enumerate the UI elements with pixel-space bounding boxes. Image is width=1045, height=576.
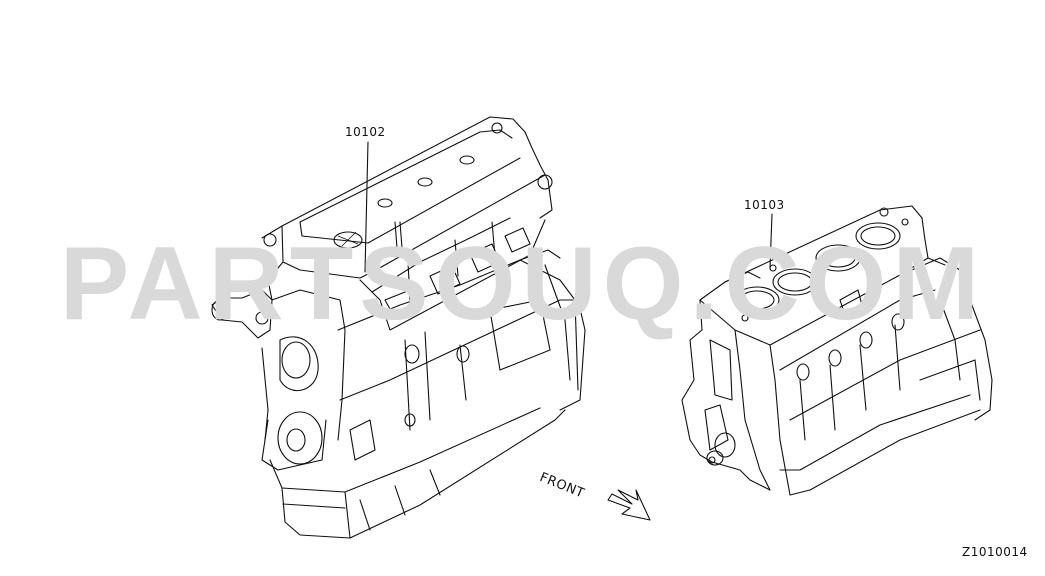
front-arrow bbox=[607, 489, 651, 521]
part-number-10103[interactable]: 10103 bbox=[744, 198, 785, 212]
leader-line-10102 bbox=[364, 141, 369, 273]
diagram-code: Z1010014 bbox=[962, 545, 1028, 559]
watermark-text: PARTSOUQ.COM bbox=[59, 226, 986, 342]
engine-assy-drawing bbox=[211, 116, 586, 539]
short-block-drawing bbox=[681, 205, 993, 496]
part-number-10102[interactable]: 10102 bbox=[345, 125, 386, 139]
leader-line-10103 bbox=[769, 213, 773, 269]
